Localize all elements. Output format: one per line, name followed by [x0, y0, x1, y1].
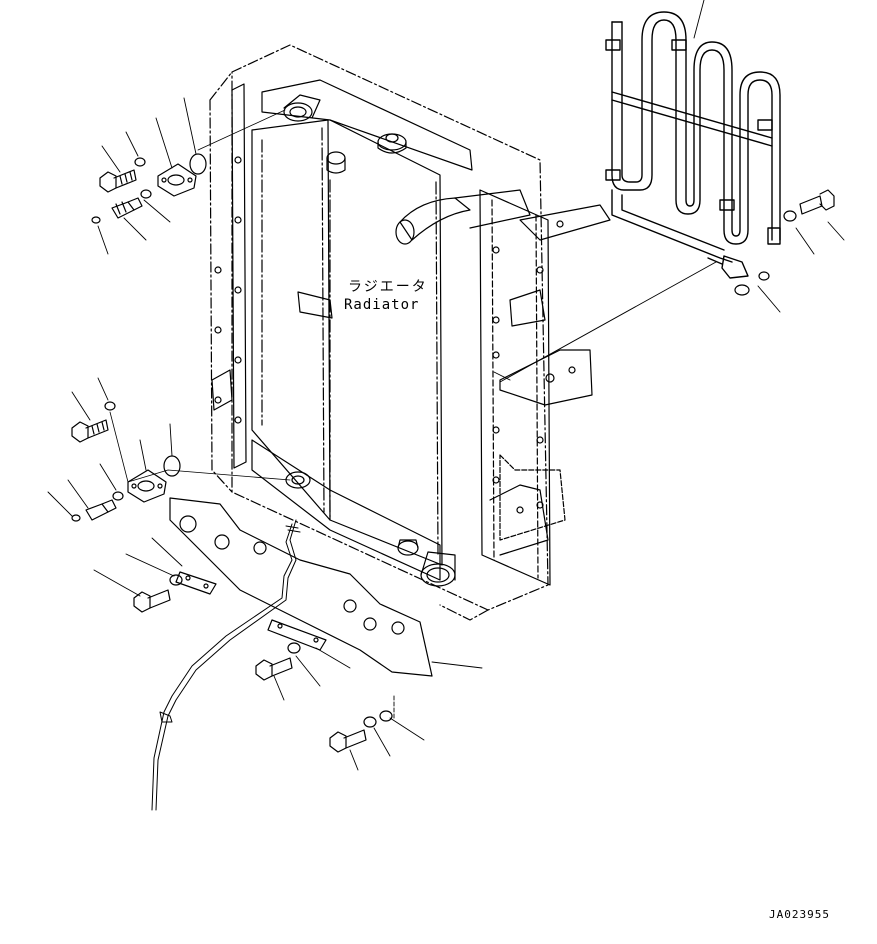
heater-mount-parts — [734, 189, 835, 296]
lower-hose-outlet — [420, 551, 456, 587]
upper-o-ring — [140, 189, 152, 199]
lower-left-parts — [71, 401, 291, 522]
bottom-guard-plate — [169, 497, 433, 677]
upper-gasket — [189, 153, 207, 175]
radiator-top-tank — [261, 79, 473, 171]
radiator-outer-frame-depth — [209, 71, 489, 621]
lower-bolt — [71, 419, 109, 443]
lower-strap — [175, 571, 217, 595]
right-rail-bolts — [492, 246, 544, 484]
upper-strap — [267, 619, 327, 651]
heater-washer — [783, 210, 797, 222]
upper-left-parts — [91, 109, 286, 224]
radiator-left-rail — [231, 83, 247, 469]
lower-small-ring — [71, 514, 81, 522]
radiator-right-rail — [479, 189, 551, 586]
upper-washer — [134, 157, 146, 167]
lower-flange — [127, 469, 167, 503]
radiator-right-rail-detail — [491, 199, 539, 579]
lower-sensor — [85, 499, 117, 521]
upper-sensor — [111, 197, 143, 219]
upper-bolt — [99, 169, 137, 193]
upper-hose-inlet — [283, 94, 321, 122]
heater-coil — [605, 11, 781, 279]
radiator-core-inner-edge — [261, 127, 439, 556]
lower-gasket — [163, 455, 181, 477]
radiator-assembly — [209, 44, 611, 621]
radiator-core — [251, 119, 331, 521]
radiator-bottom-tank — [251, 439, 441, 581]
drawing-code: JA023955 — [769, 908, 830, 921]
right-brackets — [489, 204, 611, 556]
tank-fitting — [326, 151, 346, 174]
guard-bolt-1 — [133, 574, 183, 613]
center-bracket — [297, 291, 333, 319]
heater-o-ring-2 — [734, 284, 750, 296]
left-rail-bolts — [214, 156, 242, 424]
radiator-cap — [377, 133, 407, 154]
guard-bolt-3 — [329, 710, 393, 753]
radiator-core-right — [329, 119, 443, 566]
guard-bolts — [133, 574, 393, 753]
lower-o-ring — [112, 491, 124, 501]
upper-small-ring — [91, 216, 101, 224]
upper-hose-outlet — [395, 189, 531, 245]
drain-hose — [151, 519, 301, 811]
radiator-label-english: Radiator — [344, 297, 420, 313]
heater-bolt — [799, 189, 835, 215]
heater-o-ring-1 — [758, 271, 770, 281]
guard-bolt-2 — [255, 642, 301, 681]
upper-flange — [157, 163, 197, 197]
left-side-bracket — [211, 369, 233, 411]
lower-drain-fitting — [285, 471, 419, 556]
leader-lines — [47, 0, 845, 771]
lower-washer — [104, 401, 116, 411]
radiator-label-japanese: ラジエータ — [348, 279, 428, 295]
